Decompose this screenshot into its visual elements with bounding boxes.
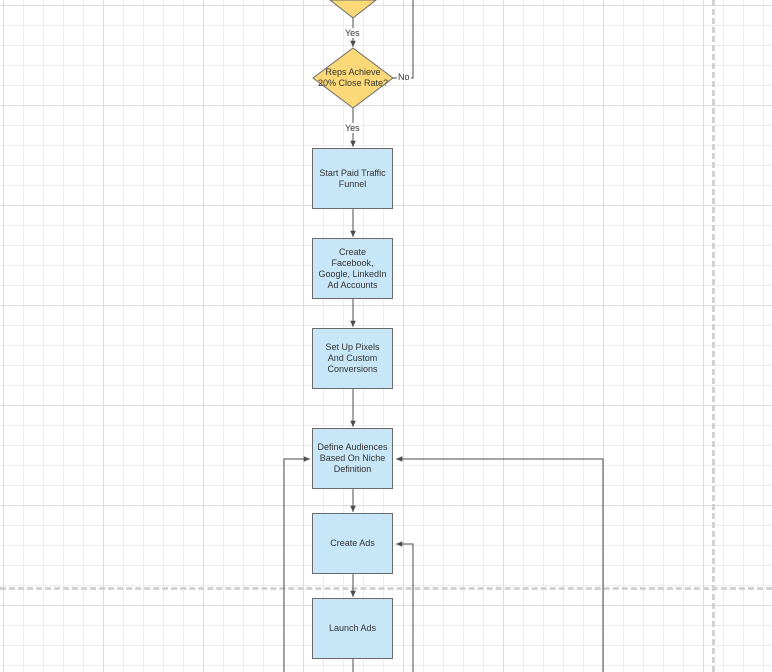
- edge-label-yes-top: Yes: [344, 28, 361, 38]
- decision-diamond-top[interactable]: [329, 0, 377, 19]
- page-break-horizontal: [0, 587, 772, 590]
- step-label: Set Up Pixels And Custom Conversions: [325, 342, 380, 374]
- connector-no-loop[interactable]: [393, 0, 414, 79]
- step-create-ad-accounts[interactable]: Create Facebook, Google, LinkedIn Ad Acc…: [312, 238, 393, 299]
- step-create-ads[interactable]: Create Ads: [312, 513, 393, 574]
- step-launch-ads[interactable]: Launch Ads: [312, 598, 393, 659]
- connector-loop-create-ads[interactable]: [396, 541, 414, 672]
- step-label: Create Facebook, Google, LinkedIn Ad Acc…: [318, 246, 387, 290]
- edge-label-yes-mid: Yes: [344, 123, 361, 133]
- step-label: Define Audiences Based On Niche Definiti…: [317, 442, 388, 474]
- connector-loop-right-audiences[interactable]: [396, 456, 604, 672]
- decision-close-rate-label: Reps Achieve 20% Close Rate?: [317, 67, 389, 88]
- step-label: Start Paid Traffic Funnel: [319, 167, 386, 189]
- step-define-audiences[interactable]: Define Audiences Based On Niche Definiti…: [312, 428, 393, 489]
- step-set-up-pixels[interactable]: Set Up Pixels And Custom Conversions: [312, 328, 393, 389]
- step-label: Launch Ads: [328, 623, 377, 633]
- step-start-paid-traffic[interactable]: Start Paid Traffic Funnel: [312, 148, 393, 209]
- edge-label-no: No: [397, 72, 411, 82]
- step-label: Create Ads: [330, 538, 375, 548]
- connector-loop-left-audiences[interactable]: [283, 456, 310, 672]
- page-break-vertical: [712, 0, 715, 672]
